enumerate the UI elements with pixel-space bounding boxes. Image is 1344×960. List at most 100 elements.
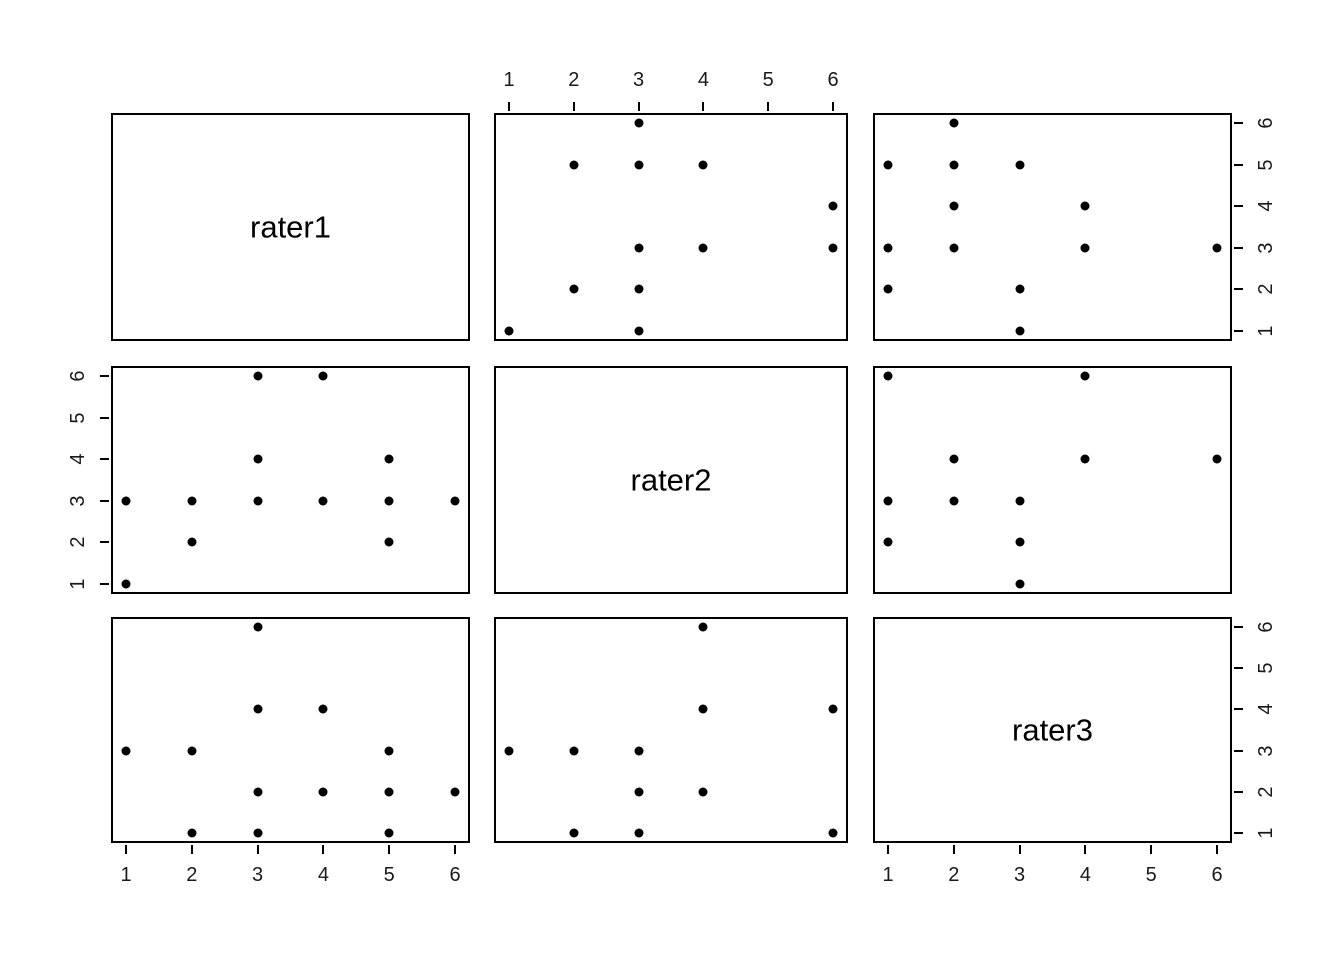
data-point xyxy=(698,622,708,632)
axis-tick-bottom-4 xyxy=(322,845,325,854)
axis-tick-label-right-5: 5 xyxy=(1255,159,1277,171)
axis-tick-bottom-5 xyxy=(1150,845,1153,854)
axis-tick-left-2 xyxy=(100,541,109,544)
axis-tick-bottom-6 xyxy=(454,845,456,854)
data-point xyxy=(828,828,838,838)
data-point xyxy=(949,160,959,170)
axis-tick-label-top-4: 4 xyxy=(697,69,709,91)
data-point xyxy=(1015,284,1025,294)
axis-tick-label-right-3: 3 xyxy=(1255,242,1277,254)
data-point xyxy=(883,496,893,506)
data-point xyxy=(318,704,328,714)
axis-tick-top-4 xyxy=(702,102,705,111)
axis-tick-right-1 xyxy=(1234,832,1243,834)
panel-3-1 xyxy=(111,617,470,843)
axis-tick-right-1 xyxy=(1234,330,1243,332)
axis-tick-label-top-5: 5 xyxy=(762,69,774,91)
axis-tick-bottom-3 xyxy=(1018,845,1021,854)
axis-tick-left-4 xyxy=(100,458,109,461)
axis-tick-label-bottom-6: 6 xyxy=(1211,864,1223,886)
data-point xyxy=(450,787,460,797)
data-point xyxy=(698,787,708,797)
data-point xyxy=(504,326,514,336)
axis-tick-label-left-5: 5 xyxy=(67,412,89,424)
data-point xyxy=(318,496,328,506)
data-point xyxy=(634,118,644,128)
data-point xyxy=(504,746,514,756)
data-point xyxy=(949,201,959,211)
panel-1-1 xyxy=(111,113,470,341)
axis-tick-label-bottom-3: 3 xyxy=(1014,864,1026,886)
axis-tick-label-bottom-4: 4 xyxy=(317,864,329,886)
data-point xyxy=(1080,454,1090,464)
data-point xyxy=(318,371,328,381)
axis-tick-right-4 xyxy=(1234,708,1243,711)
diagonal-label-rater1: rater1 xyxy=(250,209,331,245)
axis-tick-label-bottom-3: 3 xyxy=(252,864,264,886)
data-point xyxy=(569,160,579,170)
data-point xyxy=(569,828,579,838)
axis-tick-right-6 xyxy=(1234,122,1243,124)
data-point xyxy=(949,243,959,253)
axis-tick-label-right-6: 6 xyxy=(1255,621,1277,633)
data-point xyxy=(883,371,893,381)
data-point xyxy=(698,160,708,170)
data-point xyxy=(187,828,197,838)
data-point xyxy=(634,284,644,294)
data-point xyxy=(1015,496,1025,506)
axis-tick-label-left-3: 3 xyxy=(67,495,89,507)
data-point xyxy=(883,537,893,547)
panel-2-1 xyxy=(111,366,470,594)
data-point xyxy=(384,828,394,838)
data-point xyxy=(1015,160,1025,170)
panel-1-2 xyxy=(494,113,848,341)
axis-tick-label-bottom-5: 5 xyxy=(383,864,395,886)
data-point xyxy=(634,160,644,170)
data-point xyxy=(384,787,394,797)
data-point xyxy=(187,496,197,506)
axis-tick-label-top-6: 6 xyxy=(827,69,839,91)
data-point xyxy=(949,496,959,506)
data-point xyxy=(1080,201,1090,211)
axis-tick-left-3 xyxy=(100,499,109,502)
diagonal-label-rater2: rater2 xyxy=(630,462,712,498)
axis-tick-top-3 xyxy=(637,102,640,111)
data-point xyxy=(949,118,959,128)
data-point xyxy=(384,746,394,756)
data-point xyxy=(384,454,394,464)
axis-tick-label-top-2: 2 xyxy=(568,69,580,91)
data-point xyxy=(253,496,263,506)
data-point xyxy=(1015,537,1025,547)
axis-tick-label-right-6: 6 xyxy=(1255,117,1277,129)
axis-tick-bottom-1 xyxy=(887,845,889,854)
axis-tick-label-right-3: 3 xyxy=(1255,745,1277,757)
panel-2-3 xyxy=(873,366,1232,594)
data-point xyxy=(187,537,197,547)
axis-tick-label-right-1: 1 xyxy=(1255,827,1277,839)
panel-3-2 xyxy=(494,617,848,843)
axis-tick-label-left-1: 1 xyxy=(67,578,89,590)
axis-tick-right-2 xyxy=(1234,288,1243,291)
axis-tick-left-5 xyxy=(100,416,109,419)
axis-tick-bottom-3 xyxy=(256,845,259,854)
data-point xyxy=(698,243,708,253)
data-point xyxy=(828,704,838,714)
axis-tick-bottom-6 xyxy=(1216,845,1218,854)
data-point xyxy=(1212,454,1222,464)
data-point xyxy=(253,787,263,797)
data-point xyxy=(883,243,893,253)
panel-3-3 xyxy=(873,617,1232,843)
data-point xyxy=(121,496,131,506)
data-point xyxy=(828,243,838,253)
axis-tick-right-4 xyxy=(1234,205,1243,208)
data-point xyxy=(1015,579,1025,589)
data-point xyxy=(634,746,644,756)
data-point xyxy=(253,371,263,381)
axis-tick-left-6 xyxy=(100,375,109,377)
axis-tick-label-right-2: 2 xyxy=(1255,283,1277,295)
data-point xyxy=(1080,371,1090,381)
data-point xyxy=(450,496,460,506)
axis-tick-right-5 xyxy=(1234,163,1243,166)
axis-tick-bottom-5 xyxy=(388,845,391,854)
axis-tick-label-bottom-4: 4 xyxy=(1079,864,1091,886)
